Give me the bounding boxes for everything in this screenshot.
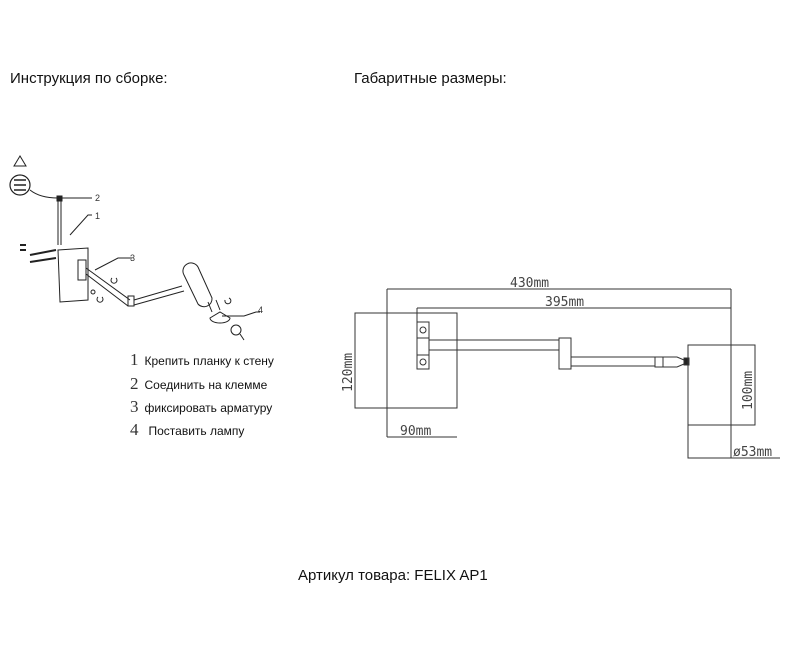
wall-plate	[354, 312, 458, 409]
dim-line-430	[386, 288, 732, 458]
joint	[558, 337, 572, 370]
dim-90-label: 90mm	[400, 424, 431, 439]
callout-4: 4	[258, 305, 263, 315]
dimensions-drawing: 430mm 395mm 90mm ø53mm 120mm 100mm	[341, 276, 780, 460]
step-number: 2	[130, 374, 139, 393]
arm-lower	[571, 356, 655, 367]
dim-53-label: ø53mm	[733, 445, 772, 460]
callout-1: 1	[95, 211, 100, 221]
article-number: Артикул товара: FELIX AP1	[298, 567, 488, 584]
step-2: 2 Соединить на клемме	[130, 374, 267, 394]
assembly-drawing: 2 1 3 4	[9, 155, 263, 341]
bracket	[416, 321, 430, 370]
step-text: Поставить лампу	[148, 424, 245, 438]
dim-100-label: 100mm	[741, 371, 756, 410]
step-text: фиксировать арматуру	[144, 401, 273, 415]
step-number: 3	[130, 397, 139, 416]
step-text: Крепить планку к стену	[144, 354, 274, 368]
arm-upper	[429, 339, 559, 351]
callout-3: 3	[130, 253, 135, 263]
step-3: 3 фиксировать арматуру	[130, 397, 272, 417]
dim-430-label: 430mm	[510, 276, 549, 291]
dim-120-label: 120mm	[341, 353, 356, 392]
step-1: 1 Крепить планку к стену	[130, 350, 274, 370]
dim-395-label: 395mm	[545, 295, 584, 310]
warning-icon	[9, 155, 31, 196]
step-number: 4	[130, 420, 139, 439]
assembly-title: Инструкция по сборке:	[10, 70, 168, 87]
dimensions-title: Габаритные размеры:	[354, 70, 507, 87]
step-text: Соединить на клемме	[144, 378, 268, 392]
dim-line-395	[416, 307, 731, 322]
step-4: 4 Поставить лампу	[130, 420, 244, 440]
dim-line-53	[687, 425, 780, 459]
callout-2: 2	[95, 193, 100, 203]
step-number: 1	[130, 350, 139, 369]
